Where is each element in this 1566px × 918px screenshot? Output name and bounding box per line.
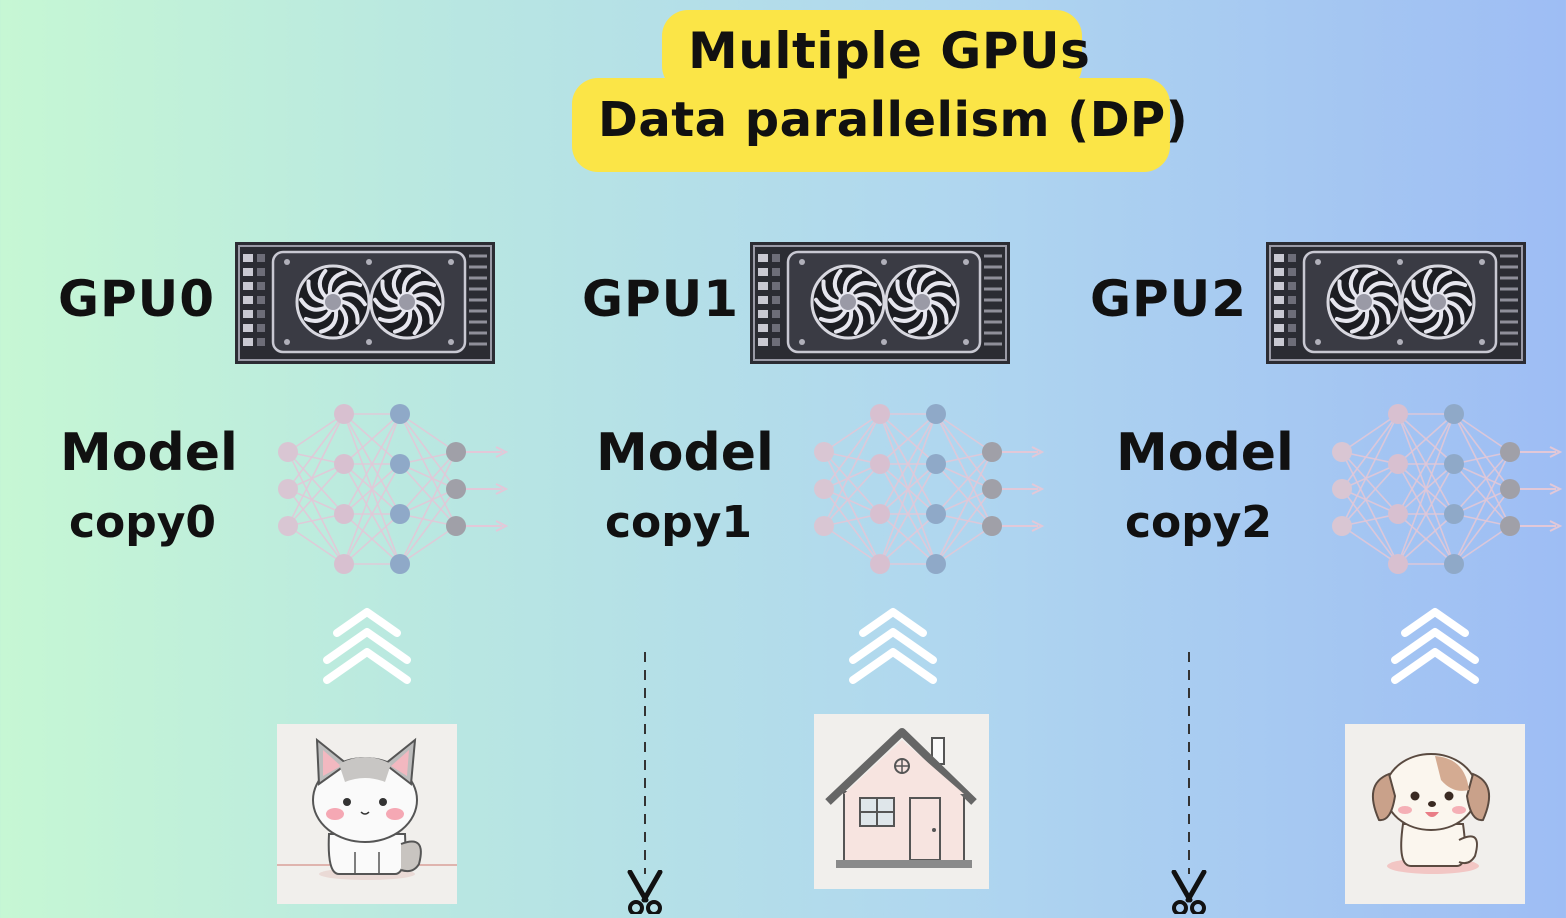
gpu-card-icon (235, 242, 495, 368)
up-chevron-icon (322, 606, 412, 692)
gpu-label-1: GPU1 (582, 270, 740, 328)
model-label-2-line2: copy2 (1124, 497, 1273, 548)
model-label-0-line2: copy0 (68, 497, 217, 548)
scissors-icon (622, 869, 668, 918)
model-label-0-line1: Model (60, 423, 238, 483)
model-label-2-line1: Model (1116, 423, 1294, 483)
gpu-label-2: GPU2 (1090, 270, 1248, 328)
model-label-2: Model copy2 (1116, 418, 1294, 558)
model-label-0: Model copy0 (60, 418, 238, 558)
title-line-1: Multiple GPUs (688, 22, 1091, 80)
model-label-1-line2: copy1 (604, 497, 753, 548)
dashed-divider (1172, 652, 1206, 918)
house-illustration (814, 714, 989, 889)
gpu-card-icon (1266, 242, 1526, 368)
dog-illustration (1345, 724, 1525, 904)
scissors-icon (1166, 869, 1212, 918)
up-chevron-icon (1390, 606, 1480, 692)
gpu-label-0: GPU0 (58, 270, 216, 328)
title-background-bottom (572, 78, 1170, 172)
neural-network-icon (272, 402, 512, 584)
up-chevron-icon (848, 606, 938, 692)
model-label-1-line1: Model (596, 423, 774, 483)
neural-network-icon (1326, 402, 1566, 584)
neural-network-icon (808, 402, 1048, 584)
gpu-card-icon (750, 242, 1010, 368)
title-line-2: Data parallelism (DP) (598, 92, 1189, 148)
model-label-1: Model copy1 (596, 418, 774, 558)
cat-illustration (277, 724, 457, 904)
dashed-divider (628, 652, 662, 918)
